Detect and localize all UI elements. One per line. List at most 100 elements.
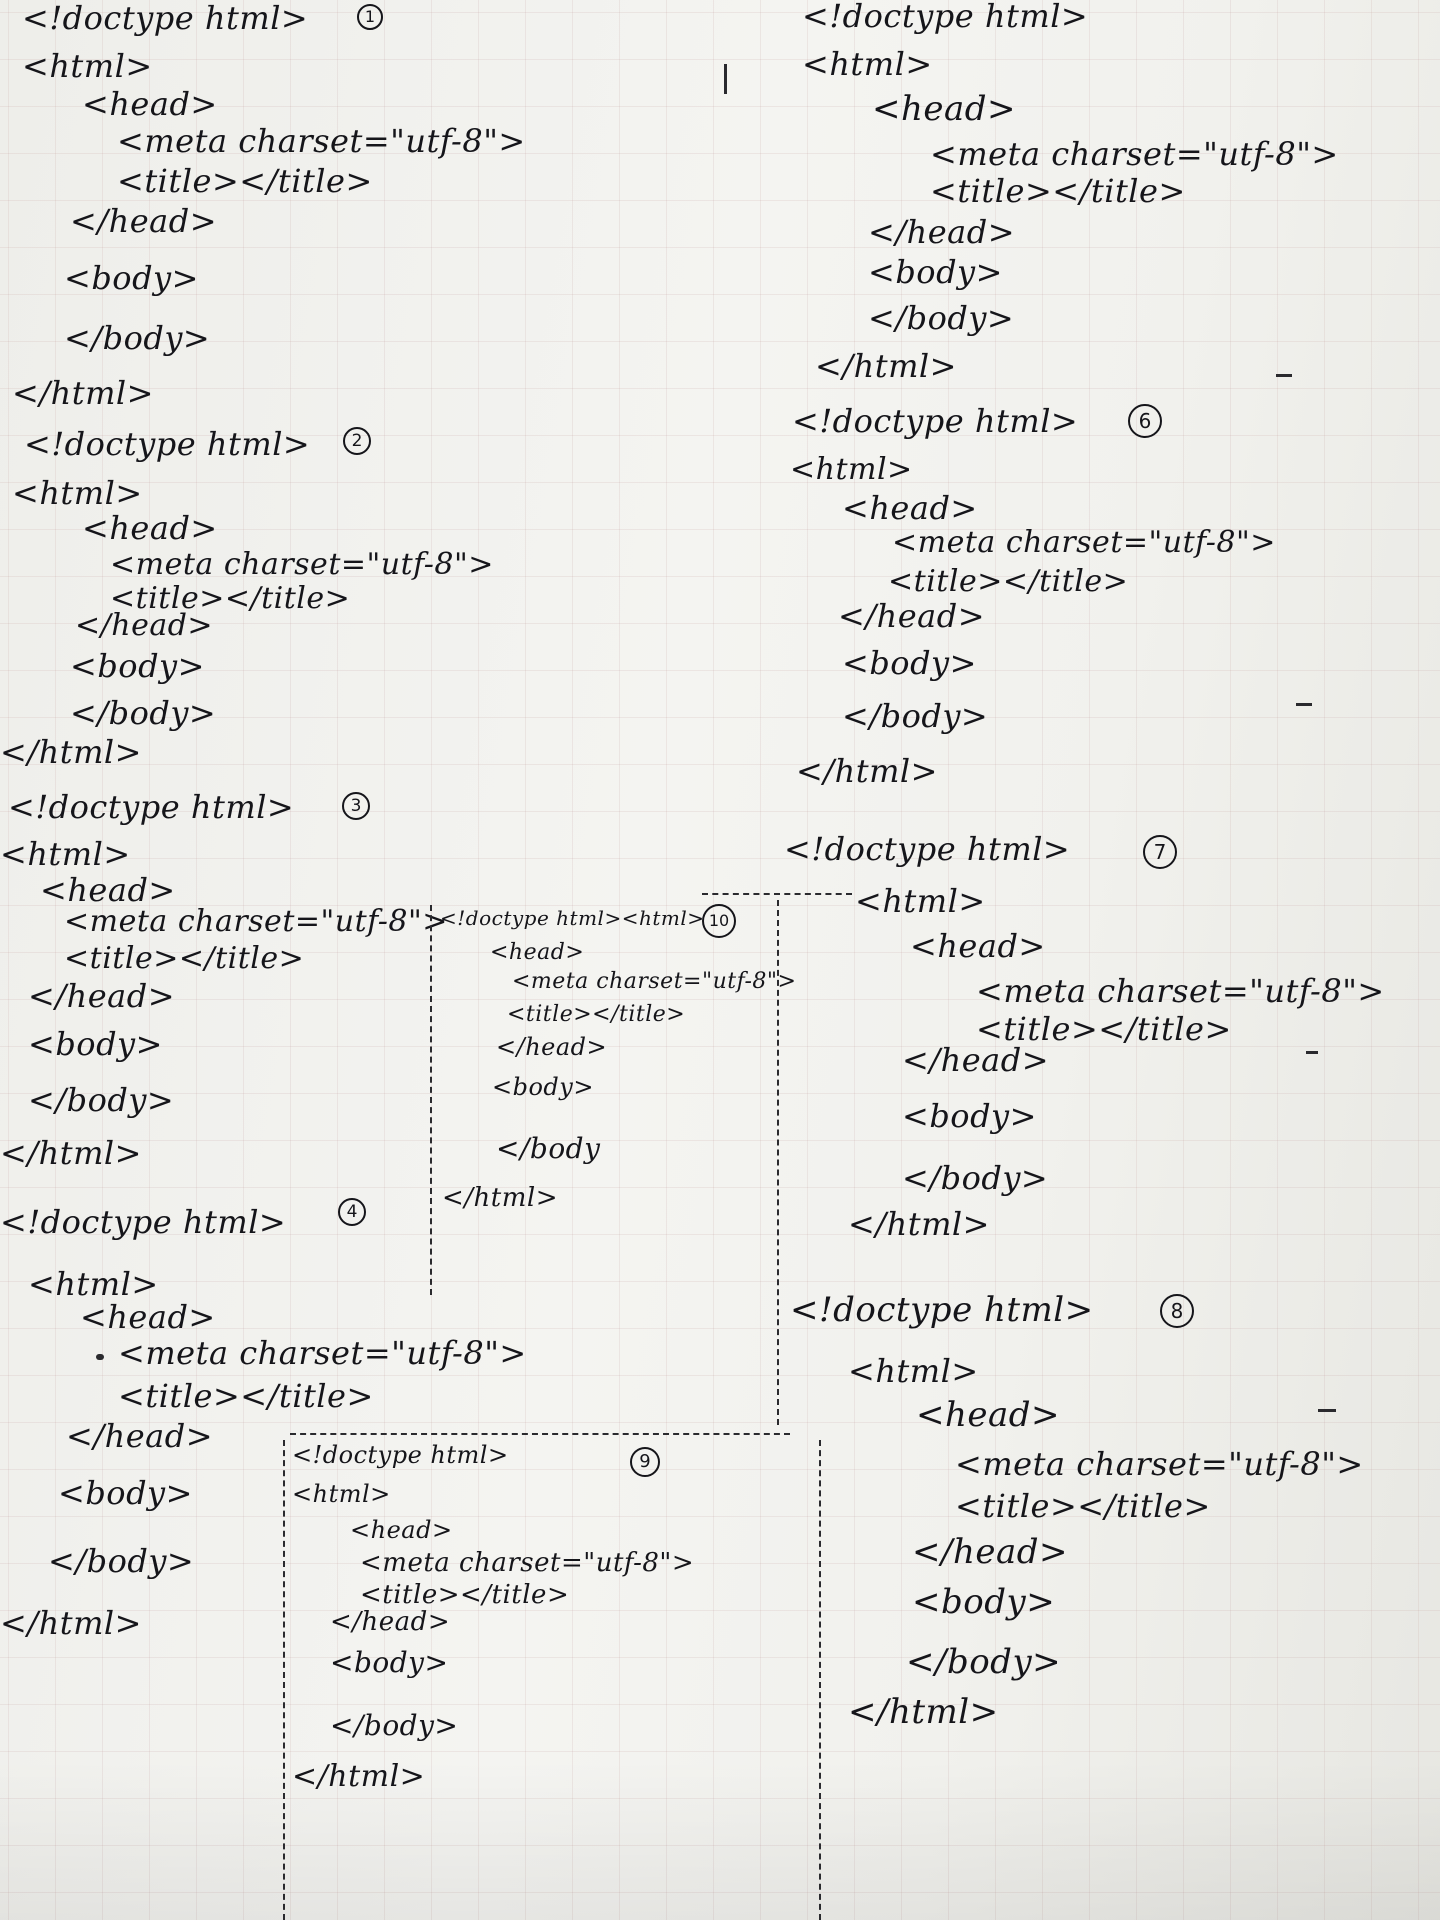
code-line: <head> <box>40 871 176 909</box>
code-line: <!doctype html><html> <box>440 906 705 930</box>
code-line: <meta charset="utf-8"> <box>976 972 1385 1010</box>
pen-mark <box>1318 1409 1336 1412</box>
code-line: <title></title> <box>118 1377 374 1415</box>
code-line: <html> <box>22 47 153 85</box>
code-line: <body> <box>902 1097 1037 1135</box>
code-line: </html> <box>12 374 154 412</box>
code-line: <title></title> <box>888 564 1129 599</box>
code-line: </body> <box>48 1542 195 1580</box>
pen-mark <box>1276 374 1292 377</box>
code-line: <body> <box>28 1025 163 1063</box>
divider-line <box>777 900 779 1425</box>
code-line: <title></title> <box>360 1580 570 1610</box>
code-line: <head> <box>842 489 978 527</box>
code-line: <meta charset="utf-8"> <box>117 122 526 160</box>
code-line: <head> <box>490 940 585 965</box>
code-line: </body> <box>868 299 1015 337</box>
code-line: <body> <box>492 1073 594 1101</box>
code-line: </head> <box>70 202 218 240</box>
code-line: </html> <box>848 1692 999 1732</box>
note-number-8: 8 <box>1160 1294 1194 1328</box>
code-line: <!doctype html> <box>0 1203 287 1241</box>
code-line: <head> <box>82 509 218 547</box>
code-line: <!doctype html> <box>792 402 1079 440</box>
code-line: <!doctype html> <box>802 0 1089 35</box>
code-line: <!doctype html> <box>790 1290 1094 1330</box>
code-line: <meta charset="utf-8"> <box>512 969 797 994</box>
code-line: <body> <box>70 647 205 685</box>
code-line: <title></title> <box>117 162 373 200</box>
pen-mark <box>724 64 727 94</box>
code-line: <title></title> <box>955 1487 1211 1525</box>
code-line: <html> <box>0 835 131 873</box>
code-line: </body <box>496 1132 601 1165</box>
code-line: <html> <box>28 1265 159 1303</box>
code-line: <head> <box>80 1298 216 1336</box>
code-line: <title></title> <box>976 1010 1232 1048</box>
code-line: </html> <box>442 1183 558 1213</box>
code-line: </head> <box>330 1607 451 1637</box>
code-line: <html> <box>848 1352 979 1390</box>
code-line: <title></title> <box>507 1002 686 1027</box>
note-number-10: 10 <box>702 904 736 938</box>
code-line: </body> <box>70 694 217 732</box>
divider-line <box>430 905 432 1295</box>
code-line: </body> <box>28 1081 175 1119</box>
code-line: <html> <box>790 452 913 487</box>
code-line: <!doctype html> <box>22 0 309 37</box>
code-line: <!doctype html> <box>292 1441 509 1469</box>
code-line: </head> <box>838 597 986 635</box>
code-line: <body> <box>842 644 977 682</box>
note-number-7: 7 <box>1143 835 1177 869</box>
code-line: <head> <box>916 1395 1061 1435</box>
note-number-2: 2 <box>343 427 371 455</box>
code-line: <meta charset="utf-8"> <box>892 525 1276 560</box>
note-number-9: 9 <box>630 1447 660 1477</box>
code-line: <!doctype html> <box>8 788 295 826</box>
code-line: <body> <box>64 259 199 297</box>
code-line: </head> <box>902 1041 1050 1079</box>
code-line: <meta charset="utf-8"> <box>360 1548 695 1578</box>
code-line: <meta charset="utf-8"> <box>110 547 494 582</box>
code-line: </body> <box>906 1642 1062 1682</box>
code-line: </html> <box>292 1759 426 1794</box>
divider-line <box>702 893 852 895</box>
code-line: </head> <box>496 1033 608 1061</box>
code-line: <meta charset="utf-8"> <box>955 1445 1364 1483</box>
code-line: </head> <box>28 977 176 1015</box>
pen-mark <box>1306 1051 1318 1054</box>
divider-line <box>819 1440 821 1920</box>
note-number-1: 1 <box>357 4 383 30</box>
code-line: </body> <box>330 1709 459 1742</box>
note-number-4: 4 <box>338 1198 366 1226</box>
code-line: </body> <box>64 319 211 357</box>
code-line: <title></title> <box>930 172 1186 210</box>
code-line: </head> <box>912 1532 1068 1572</box>
code-line: <title></title> <box>64 941 305 976</box>
code-line: </head> <box>66 1417 214 1455</box>
code-line: <body> <box>330 1646 449 1679</box>
pen-mark <box>1296 703 1312 706</box>
code-line: </head> <box>75 608 214 643</box>
note-number-3: 3 <box>342 792 370 820</box>
code-line: </body> <box>842 697 989 735</box>
paper-shadow <box>0 1760 1440 1920</box>
code-line: <!doctype html> <box>784 830 1071 868</box>
code-line: </html> <box>848 1205 990 1243</box>
divider-line <box>290 1433 790 1435</box>
code-line: </html> <box>0 1134 142 1172</box>
code-line: <html> <box>802 45 933 83</box>
code-line: <meta charset="utf-8"> <box>930 135 1339 173</box>
code-line: <html> <box>12 474 143 512</box>
code-line: <html> <box>855 882 986 920</box>
code-line: <html> <box>292 1480 391 1508</box>
code-line: </html> <box>0 1604 142 1642</box>
code-line: </html> <box>815 347 957 385</box>
code-line: <head> <box>350 1516 453 1544</box>
code-line: <head> <box>82 85 218 123</box>
code-line: <head> <box>910 927 1046 965</box>
code-line: <body> <box>912 1582 1056 1622</box>
code-line: </body> <box>902 1159 1049 1197</box>
code-line: <meta charset="utf-8"> <box>64 904 448 939</box>
